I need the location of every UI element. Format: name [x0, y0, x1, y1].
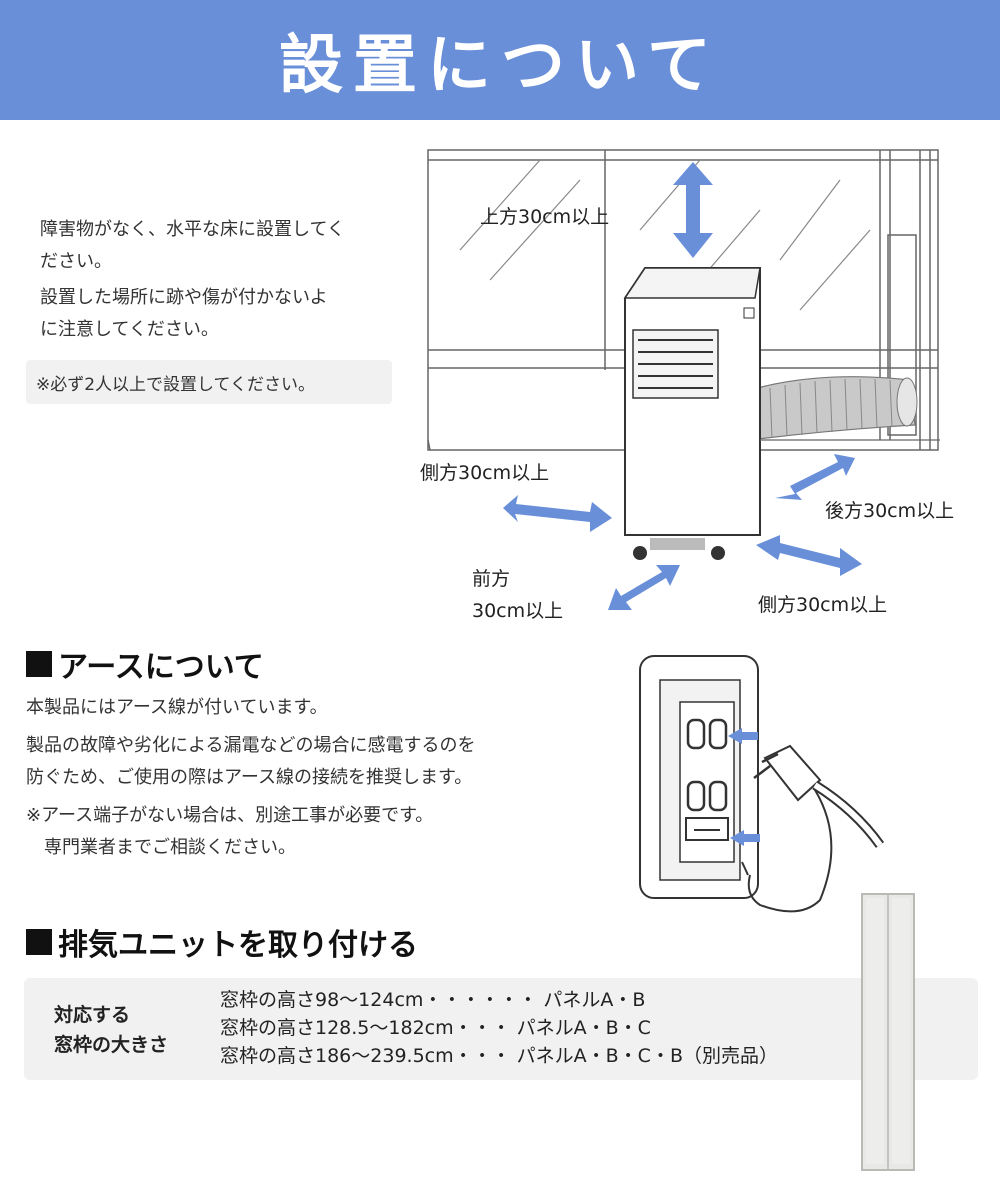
left-clearance-label: 側方30cm以上 [420, 462, 550, 484]
install-line: 設置した場所に跡や傷が付かないよ [40, 287, 328, 308]
front-clearance-label-value: 30cm以上 [472, 600, 564, 622]
clearance-arrows [503, 162, 862, 610]
window-size-label: 対応する 窓枠の大きさ [54, 1000, 168, 1060]
title-banner: 設置について [0, 0, 1000, 120]
install-text-2: 設置した場所に跡や傷が付かないよ に注意してください。 [40, 282, 328, 346]
exhaust-heading-text: 排気ユニットを取り付ける [58, 928, 418, 963]
earth-heading: アースについて [26, 642, 264, 686]
install-note-text: ※必ず2人以上で設置してください。 [36, 374, 316, 395]
window-size-table [24, 978, 978, 1080]
earth-note: 専門業者までご相談ください。 [44, 837, 296, 858]
right-side-clearance-arrow [756, 535, 862, 576]
window-size-rows: 窓枠の高さ98〜124cm・・・・・・ パネルA・B 窓枠の高さ128.5〜18… [220, 986, 778, 1070]
exhaust-hose [749, 376, 918, 441]
back-clearance-label: 後方30cm以上 [825, 500, 955, 522]
spec-label-line: 対応する [54, 1004, 131, 1026]
page-title: 設置について [278, 29, 722, 103]
outlet-arrows [728, 728, 760, 846]
front-clearance-label: 前方 [472, 568, 511, 590]
earth-text: 本製品にはアース線が付いています。 製品の故障や劣化による漏電などの場合に感電す… [26, 692, 475, 864]
heading-square-icon [26, 929, 52, 955]
install-line: 障害物がなく、水平な床に設置してく [40, 219, 345, 240]
front-clearance-arrow [608, 565, 680, 610]
installation-diagram [427, 149, 940, 610]
window-size-row: 窓枠の高さ186〜239.5cm・・・ パネルA・B・C・B（別売品） [220, 1045, 778, 1067]
exhaust-panel-image [861, 893, 915, 1171]
window-size-row: 窓枠の高さ98〜124cm・・・・・・ パネルA・B [220, 989, 646, 1011]
left-clearance-arrow [503, 495, 612, 532]
back-clearance-arrow [775, 454, 855, 500]
spec-label-line: 窓枠の大きさ [54, 1034, 169, 1056]
top-clearance-label: 上方30cm以上 [480, 206, 610, 228]
install-line: ださい。 [40, 251, 112, 272]
window-size-row: 窓枠の高さ128.5〜182cm・・・ パネルA・B・C [220, 1017, 651, 1039]
earth-heading-text: アースについて [58, 650, 264, 685]
earth-note: ※アース端子がない場合は、別途工事が必要です。 [26, 805, 434, 826]
install-line: に注意してください。 [40, 319, 219, 340]
outlet-illustration [639, 655, 885, 913]
heading-square-icon [26, 651, 52, 677]
air-conditioner-unit [623, 267, 761, 560]
install-note: ※必ず2人以上で設置してください。 [26, 360, 392, 404]
exhaust-heading: 排気ユニットを取り付ける [26, 920, 418, 964]
earth-line: 本製品にはアース線が付いています。 [26, 697, 328, 718]
top-clearance-arrow [673, 162, 713, 258]
install-text-1: 障害物がなく、水平な床に設置してく ださい。 [40, 214, 345, 278]
earth-line: 製品の故障や劣化による漏電などの場合に感電するのを [26, 735, 476, 756]
plug-icon [763, 744, 822, 802]
right-clearance-label: 側方30cm以上 [758, 594, 888, 616]
earth-line: 防ぐため、ご使用の際はアース線の接続を推奨します。 [26, 767, 473, 788]
socket-slots [686, 718, 728, 812]
